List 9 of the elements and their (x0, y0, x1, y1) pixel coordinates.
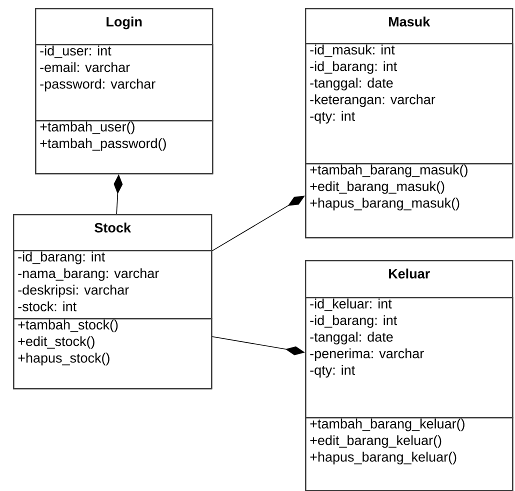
attribute-list: -id_user: int -email: varchar -password: varchar (35, 44, 214, 122)
attribute-list: -id_barang: int -nama_barang: varchar -deskripsi: varchar -stock: int (13, 250, 212, 320)
method-list: +tambah_user() +tambah_password() (35, 120, 214, 174)
method-list: +tambah_barang_keluar() +edit_barang_keluar() +hapus_barang_keluar() (305, 417, 514, 491)
method-list: +tambah_barang_masuk() +edit_barang_masuk() +hapus_barang_masuk() (305, 163, 514, 238)
attribute-list: -id_masuk: int -id_barang: int -tanggal: date -keterangan: varchar -qty: int (305, 43, 514, 164)
method-list: +tambah_stock() +edit_stock() +hapus_stock() (13, 318, 212, 390)
attribute-list: -id_keluar: int -id_barang: int -tanggal: date -penerima: varchar -qty: int (305, 297, 514, 418)
composition-line (212, 196, 305, 252)
